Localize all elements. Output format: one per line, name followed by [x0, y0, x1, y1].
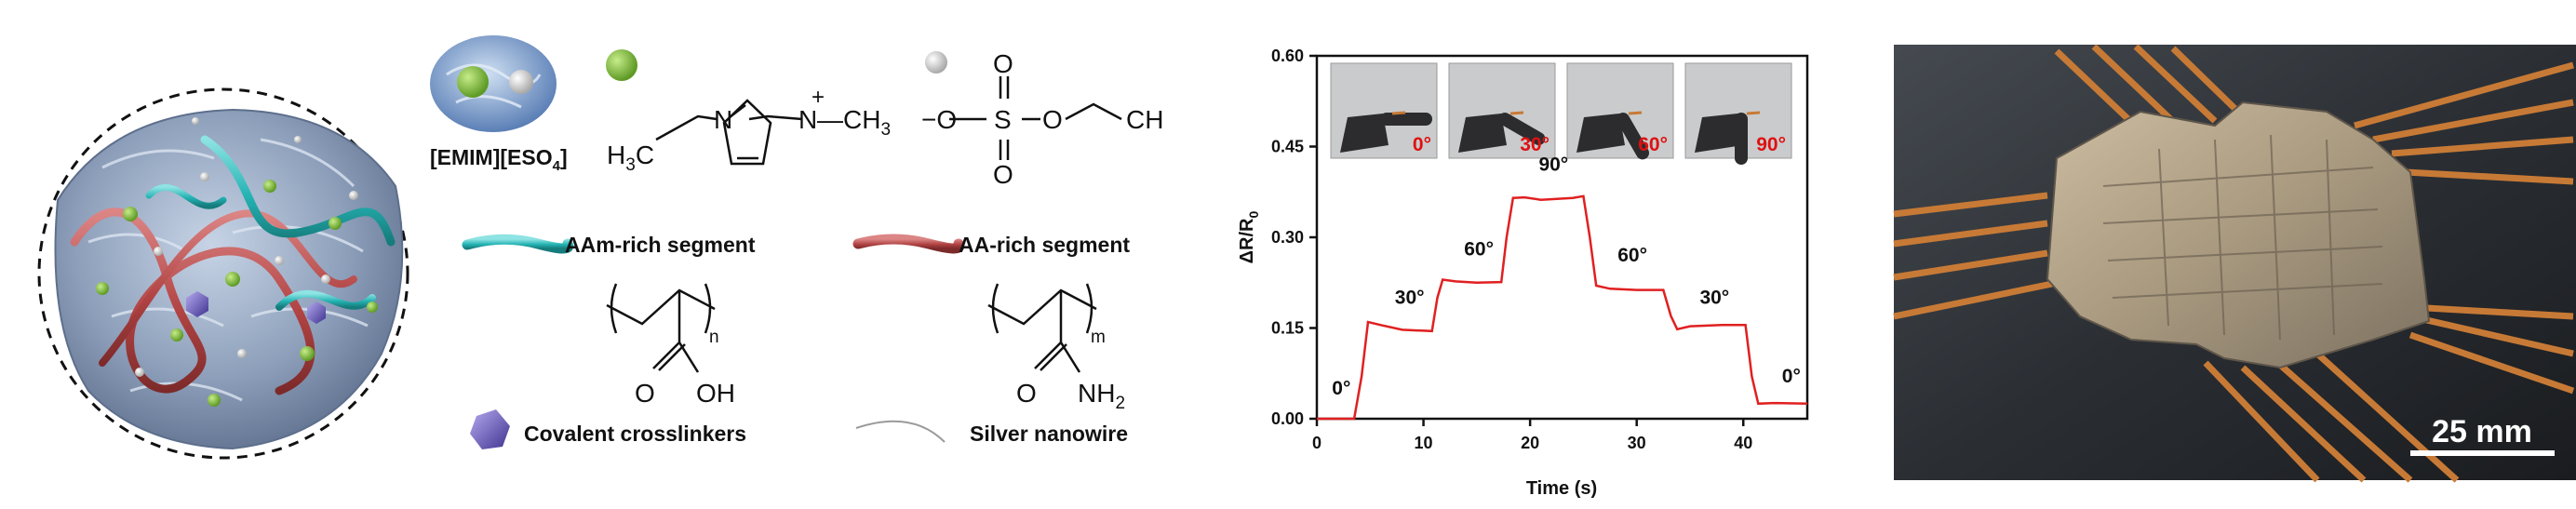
x-axis-label: Time (s) — [1526, 478, 1597, 499]
hydrogel-illustration — [37, 87, 409, 460]
aa-segment-swatch — [852, 234, 965, 254]
cation-left-group: H3C — [607, 141, 654, 175]
nanowire-icon — [855, 420, 946, 443]
angle-annotation: 90° — [1538, 154, 1568, 176]
strain-response-chart-panel: 0 10 20 30 40 0.00 0.15 0.30 0.45 0.60 0° 30° 60° 90… — [1191, 0, 1843, 504]
device-photo-panel: 25 mm — [1889, 0, 2576, 504]
y-tick-label: 0.45 — [1271, 138, 1304, 156]
anion-ball — [925, 51, 947, 74]
hand-bend-inset: 60° — [1566, 62, 1674, 160]
hand-palm — [1458, 114, 1507, 153]
y-tick-label: 0.60 — [1271, 47, 1304, 65]
device-photo: 25 mm — [1893, 44, 2576, 483]
inset-angle-label: 30° — [1520, 134, 1550, 155]
schematic-panel: [EMIM][ESO4] H3C N N + —CH3 −O S O O O C… — [0, 0, 1174, 504]
eso4-anion-structure: −O S O O O CH3 — [921, 49, 1174, 189]
aam-segment-label: AAm-rich segment — [565, 233, 756, 257]
copper-wires — [1893, 44, 2575, 483]
sensor-strip — [1628, 111, 1643, 115]
schematic-svg: [EMIM][ESO4] H3C N N + —CH3 −O S O O O C… — [37, 35, 1174, 460]
nanowire-label: Silver nanowire — [970, 422, 1128, 446]
scale-bar-label: 25 mm — [2432, 414, 2532, 449]
aam-repeat-subscript: m — [1091, 328, 1106, 347]
cation-n2: N — [798, 105, 817, 134]
angle-annotation: 0° — [1782, 366, 1801, 387]
sensor-strip — [1746, 111, 1761, 115]
cation-ball — [606, 49, 637, 81]
anion-oxygen-top: O — [993, 49, 1013, 78]
aa-segment-label: AA-rich segment — [959, 233, 1130, 257]
electrode-pattern — [2102, 134, 2383, 341]
aam-monomer-structure: m O NH2 — [987, 283, 1125, 413]
series-line — [1317, 194, 1808, 421]
y-axis-label: ΔR/R0 — [1237, 210, 1261, 263]
cation-n1: N — [714, 105, 732, 134]
anion-methyl: CH3 — [1126, 105, 1163, 140]
y-tick-label: 0.30 — [1271, 228, 1304, 247]
inset-angle-label: 60° — [1638, 134, 1668, 155]
x-tick-label: 40 — [1734, 434, 1752, 452]
anion-sulfur: S — [994, 105, 1012, 134]
aam-carbonyl-oxygen: O — [1016, 379, 1037, 408]
aam-segment-swatch — [462, 234, 574, 254]
aam-amine: NH2 — [1078, 379, 1125, 413]
anion-oxygen-bottom: O — [993, 160, 1013, 189]
sensor-strip — [1391, 111, 1406, 115]
hand-finger — [1617, 113, 1649, 160]
y-tick-label: 0.15 — [1271, 319, 1304, 338]
emim-cation-structure: H3C N N + —CH3 — [607, 85, 891, 175]
y-tick-label: 0.00 — [1271, 409, 1304, 428]
aa-monomer-structure: n O OH — [606, 283, 735, 408]
angle-annotation: 30° — [1395, 288, 1425, 309]
aa-hydroxyl: OH — [696, 379, 735, 408]
angle-annotation: 30° — [1699, 288, 1729, 309]
x-tick-label: 30 — [1628, 434, 1646, 452]
hand-palm — [1576, 114, 1625, 153]
inset-angle-label: 0° — [1413, 134, 1431, 155]
hand-bend-inset: 30° — [1448, 62, 1556, 159]
hand-bend-inset: 90° — [1684, 62, 1792, 165]
sensor-sheet — [2046, 100, 2431, 369]
sensor-strip — [1509, 111, 1524, 115]
aa-carbonyl-oxygen: O — [635, 379, 655, 408]
x-tick-label: 10 — [1415, 434, 1433, 452]
hand-palm — [1695, 114, 1743, 153]
aa-repeat-subscript: n — [709, 328, 719, 347]
strain-response-chart: 0 10 20 30 40 0.00 0.15 0.30 0.45 0.60 0° 30° 60° 90… — [1237, 47, 1809, 499]
crosslinker-label: Covalent crosslinkers — [524, 422, 746, 446]
ionic-liquid-droplet — [430, 35, 557, 132]
anion-oxygen-right: O — [1042, 105, 1063, 134]
angle-annotation: 0° — [1332, 378, 1350, 399]
angle-annotation: 60° — [1617, 245, 1647, 266]
cation-charge: + — [812, 85, 825, 110]
ionic-liquid-label: [EMIM][ESO4] — [430, 145, 568, 174]
crosslinker-icon — [470, 409, 510, 449]
hand-bend-inset: 0° — [1330, 62, 1438, 159]
anion-charged-oxygen: −O — [921, 105, 957, 134]
hand-finger — [1498, 113, 1546, 145]
plot-frame — [1315, 54, 1809, 421]
x-tick-label: 20 — [1521, 434, 1539, 452]
inset-angle-label: 90° — [1756, 134, 1786, 155]
cation-methyl: —CH3 — [817, 105, 891, 140]
x-tick-label: 0 — [1312, 434, 1322, 452]
angle-annotation: 60° — [1464, 239, 1494, 261]
hand-palm — [1340, 114, 1389, 153]
